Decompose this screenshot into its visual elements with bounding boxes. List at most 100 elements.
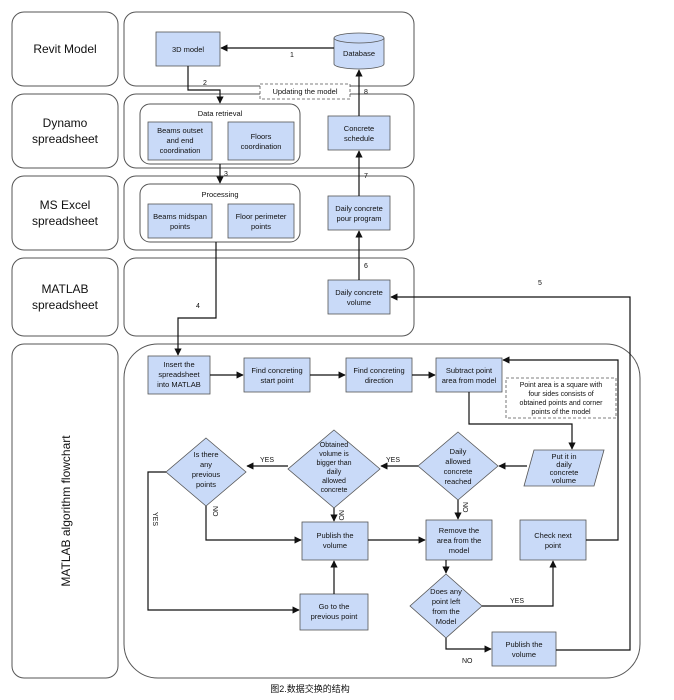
node-go-previous [299, 593, 369, 631]
note-text-2: four sides consists of [528, 391, 593, 398]
updating-model-box [259, 83, 351, 100]
node-3d-model [155, 31, 221, 67]
node-subtract-area [435, 357, 503, 393]
node-publish2-text-1: Publish the [505, 640, 542, 649]
decision-bigger-text-1: Obtained [320, 442, 349, 449]
node-put-in-text-4: volume [552, 476, 576, 485]
node-publish1-text-1: Publish the [316, 531, 353, 540]
node-beams-outset-text-3: coordination [160, 146, 201, 155]
node-beams-outset-text-2: and end [166, 136, 193, 145]
edge-label-yes-anypoint: YES [510, 598, 524, 605]
lane-label-matlab [11, 257, 119, 337]
figure-caption: 图2.数据交换的结构 [270, 683, 350, 694]
decision-reached-text-4: reached [444, 477, 471, 486]
decision-previous-text-4: points [196, 480, 216, 489]
node-check-next [519, 519, 587, 561]
node-publish2-text-2: volume [512, 650, 536, 659]
edge-label-6: 6 [364, 263, 368, 270]
node-floor-perimeter [227, 203, 295, 239]
decision-bigger-text-6: concrete [321, 487, 348, 494]
node-check-next-text-2: point [545, 541, 562, 550]
node-put-in-volume [523, 449, 605, 487]
node-check-next-text-1: Check next [534, 531, 572, 540]
note-text-4: points of the model [531, 409, 591, 416]
note-text-3: obtained points and corner [520, 400, 604, 407]
edge-label-no-anypoint: NO [462, 658, 473, 665]
database-cylinder [333, 32, 385, 70]
node-insert-text-3: into MATLAB [157, 380, 201, 389]
decision-previous-text-2: any [200, 460, 212, 469]
node-floor-perimeter-text-2: points [251, 222, 271, 231]
node-publish-volume-2 [491, 631, 557, 667]
decision-bigger-text-4: daily [327, 469, 342, 476]
node-go-prev-text-1: Go to the [319, 602, 350, 611]
edge-label-5: 5 [538, 280, 542, 287]
edge-label-no-bigger: NO [337, 510, 344, 521]
decision-bigger-text-3: bigger than [316, 460, 351, 467]
node-find-start-text-1: Find concreting [251, 366, 302, 375]
edge-label-3: 3 [224, 171, 228, 178]
lane-matlab-text-2: spreadsheet [32, 298, 99, 312]
node-find-direction [345, 357, 413, 393]
decision-previous-text-1: Is there [193, 450, 218, 459]
node-find-start-text-2: start point [261, 376, 295, 385]
node-remove-text-2: area from the [437, 536, 482, 545]
lane-excel-text-2: spreadsheet [32, 214, 99, 228]
lane-label-flow [11, 343, 119, 679]
connectors [147, 44, 631, 653]
node-beams-midspan-text-1: Beams midspan [153, 212, 207, 221]
edge-label-yes-bigger: YES [260, 457, 274, 464]
decision-bigger-text-2: volume is [319, 451, 349, 458]
note-point-area [505, 377, 617, 419]
node-put-in-text-2: daily [556, 460, 572, 469]
decision-bigger-text-5: allowed [322, 478, 346, 485]
node-floors-coord-text-1: Floors [251, 132, 272, 141]
node-insert-text-1: Insert the [163, 360, 194, 369]
node-publish1-text-2: volume [323, 541, 347, 550]
node-find-dir-text-2: direction [365, 376, 393, 385]
node-beams-midspan [147, 203, 213, 239]
decision-anypoint-text-2: point left [432, 597, 461, 606]
node-concrete-schedule-text-1: Concrete [344, 124, 374, 133]
lane-dynamo-text-2: spreadsheet [32, 132, 99, 146]
edge-label-no-previous: NO [211, 506, 218, 517]
decision-reached-text-1: Daily [450, 447, 467, 456]
edge-label-7: 7 [364, 173, 368, 180]
lane-dynamo-text-1: Dynamo [43, 116, 88, 130]
node-beams-outset [147, 121, 213, 161]
lane-excel-text-1: MS Excel [40, 198, 91, 212]
decision-anypoint-text-3: from the [432, 607, 460, 616]
node-put-in-text-1: Put it in [551, 452, 576, 461]
note-text-1: Point area is a square with [520, 382, 603, 389]
lane-label-dynamo [11, 93, 119, 169]
decision-reached-text-3: concrete [444, 467, 473, 476]
node-subtract-text-2: area from model [442, 376, 497, 385]
edge-label-yes-previous: YES [151, 512, 158, 526]
lane-flowchart [123, 343, 641, 679]
node-concrete-schedule [327, 115, 391, 151]
node-pour-program [327, 195, 391, 231]
node-insert-spreadsheet [147, 355, 211, 395]
group-processing [139, 183, 301, 243]
node-remove-area [425, 519, 493, 561]
lane-label-excel [11, 175, 119, 251]
edge-label-4: 4 [196, 303, 200, 310]
node-pour-program-text-2: pour program [336, 214, 381, 223]
node-remove-text-1: Remove the [439, 526, 479, 535]
node-put-in-text-3: concrete [550, 468, 579, 477]
node-find-dir-text-1: Find concreting [353, 366, 404, 375]
lane-label-revit [11, 11, 119, 87]
edge-label-8: 8 [364, 89, 368, 96]
edge-label-yes-reached: YES [386, 457, 400, 464]
node-3d-model-text: 3D model [172, 45, 204, 54]
edge-label-no-reached: NO [461, 502, 468, 513]
node-beams-outset-text-1: Beams outset [157, 126, 204, 135]
decision-previous-text-3: previous [192, 470, 221, 479]
decision-anypoint-text-1: Does any [430, 587, 462, 596]
group-processing-title: Processing [201, 190, 238, 199]
node-insert-text-2: spreadsheet [158, 370, 200, 379]
edge-label-2: 2 [203, 80, 207, 87]
updating-model-text: Updating the model [272, 87, 337, 96]
lane-flow-text: MATLAB algorithm flowchart [59, 435, 73, 587]
node-database-text: Database [343, 49, 375, 58]
